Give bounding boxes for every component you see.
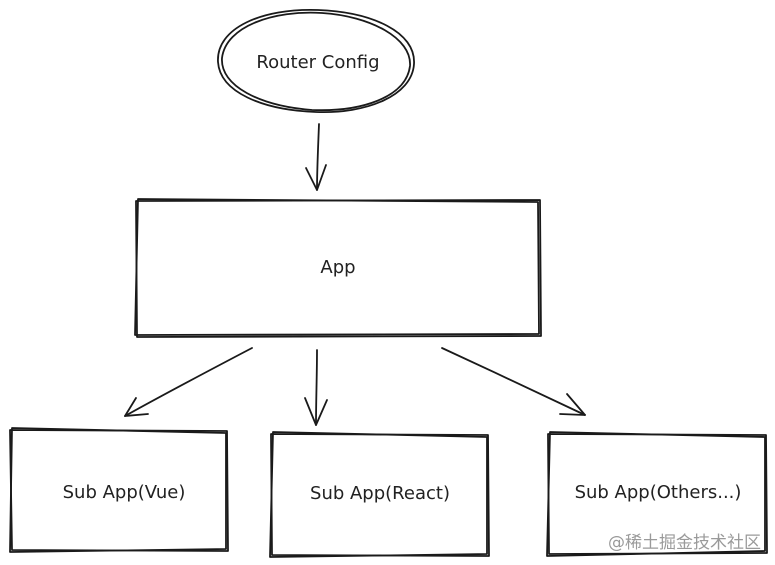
- router-config-node: Router Config: [217, 9, 415, 113]
- sub-app-react-label: Sub App(React): [310, 483, 450, 504]
- sub-app-others-label: Sub App(Others...): [575, 482, 742, 503]
- router-config-label: Router Config: [256, 52, 379, 73]
- watermark-text: @稀土掘金技术社区: [608, 533, 761, 553]
- arrow-app-to-others: [441, 347, 586, 416]
- sub-app-vue-node: Sub App(Vue): [9, 427, 229, 553]
- arrow-router-to-app: [305, 123, 327, 191]
- app-label: App: [320, 257, 355, 278]
- sub-app-others-node: Sub App(Others...): [546, 431, 768, 557]
- arrow-app-to-react: [304, 349, 328, 426]
- sub-app-vue-label: Sub App(Vue): [63, 482, 186, 503]
- arrow-app-to-vue: [124, 347, 253, 417]
- sub-app-react-node: Sub App(React): [269, 431, 490, 558]
- app-node: App: [134, 198, 542, 338]
